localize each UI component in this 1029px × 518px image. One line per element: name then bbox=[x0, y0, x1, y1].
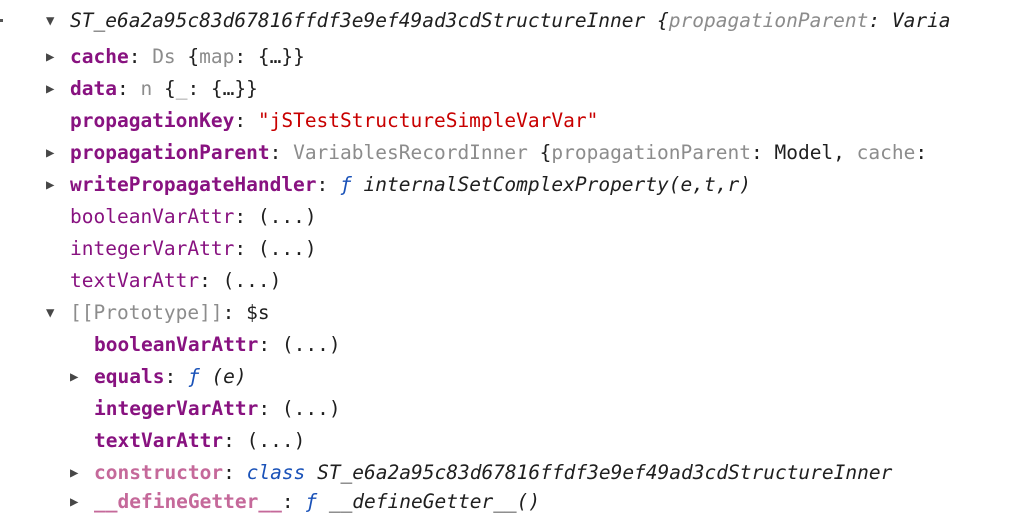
property-key: propagationParent bbox=[70, 141, 270, 164]
triangle-collapsed-icon[interactable]: ▶ bbox=[46, 145, 55, 161]
property-row-propagation-parent[interactable]: ▶propagationParent: VariablesRecordInner… bbox=[46, 137, 927, 169]
type-name: n bbox=[140, 77, 153, 100]
property-row-write-propagate-handler[interactable]: ▶writePropagateHandler: ƒ internalSetCom… bbox=[46, 169, 751, 201]
preview-open: { bbox=[539, 141, 552, 164]
property-key: booleanVarAttr bbox=[70, 205, 235, 228]
root-class-name: ST_e6a2a95c83d67816ffdf3e9ef49ad3cdStruc… bbox=[70, 9, 646, 32]
property-key: textVarAttr bbox=[70, 269, 200, 292]
class-keyword: class bbox=[246, 461, 306, 484]
triangle-collapsed-icon[interactable]: ▶ bbox=[46, 49, 55, 65]
string-value: "jSTestStructureSimpleVarVar" bbox=[257, 109, 599, 132]
property-key: __defineGetter__ bbox=[94, 490, 282, 513]
triangle-expanded-icon[interactable]: ▼ bbox=[46, 13, 55, 29]
property-row-boolean-var-attr[interactable]: booleanVarAttr: (...) bbox=[70, 205, 317, 228]
property-key: cache bbox=[70, 45, 129, 68]
root-preview-open: { bbox=[657, 9, 669, 32]
property-key: propagationKey bbox=[70, 109, 235, 132]
root-preview-key: propagationParent bbox=[668, 9, 869, 32]
property-key: integerVarAttr bbox=[70, 237, 235, 260]
triangle-collapsed-icon[interactable]: ▶ bbox=[70, 465, 79, 481]
prototype-value: $s bbox=[246, 301, 270, 324]
property-key: booleanVarAttr bbox=[94, 333, 259, 356]
prototype-row-boolean-var-attr[interactable]: booleanVarAttr: (...) bbox=[94, 333, 341, 356]
property-key: textVarAttr bbox=[94, 429, 224, 452]
preview-key: cache bbox=[856, 141, 916, 164]
property-row-cache[interactable]: ▶cache: Ds {map: {…}} bbox=[46, 41, 305, 73]
property-key: integerVarAttr bbox=[94, 397, 259, 420]
getter-value[interactable]: (...) bbox=[281, 333, 341, 356]
preview-value: Model bbox=[774, 141, 834, 164]
type-name: VariablesRecordInner bbox=[293, 141, 528, 164]
triangle-collapsed-icon[interactable]: ▶ bbox=[70, 369, 79, 385]
property-key: writePropagateHandler bbox=[70, 173, 317, 196]
triangle-collapsed-icon[interactable]: ▶ bbox=[46, 177, 55, 193]
property-key: constructor bbox=[94, 461, 224, 484]
function-icon: ƒ bbox=[305, 490, 318, 513]
tree-edge-marker bbox=[0, 19, 3, 22]
property-key: data bbox=[70, 77, 117, 100]
prototype-row-clipped[interactable]: ▶__defineGetter__: ƒ __defineGetter__() bbox=[70, 486, 540, 518]
getter-value[interactable]: (...) bbox=[257, 205, 317, 228]
getter-value[interactable]: (...) bbox=[281, 397, 341, 420]
function-icon: ƒ bbox=[340, 173, 352, 196]
triangle-collapsed-icon[interactable]: ▶ bbox=[46, 81, 55, 97]
prototype-row-text-var-attr[interactable]: textVarAttr: (...) bbox=[94, 429, 306, 452]
prototype-row[interactable]: ▼[[Prototype]]: $s bbox=[46, 297, 270, 329]
root-preview-value: Varia bbox=[891, 9, 951, 32]
property-row-data[interactable]: ▶data: n {_: {…}} bbox=[46, 73, 258, 105]
preview-key: propagationParent bbox=[551, 141, 751, 164]
prototype-row-constructor[interactable]: ▶constructor: class ST_e6a2a95c83d67816f… bbox=[70, 457, 892, 489]
prototype-row-equals[interactable]: ▶equals: ƒ (e) bbox=[70, 361, 247, 393]
preview-rest: : {…}} bbox=[187, 77, 258, 100]
getter-value[interactable]: (...) bbox=[222, 269, 282, 292]
triangle-expanded-icon[interactable]: ▼ bbox=[46, 305, 55, 321]
property-row-integer-var-attr[interactable]: integerVarAttr: (...) bbox=[70, 237, 317, 260]
root-object-row[interactable]: ▼ ST_e6a2a95c83d67816ffdf3e9ef49ad3cdStru… bbox=[46, 5, 951, 37]
property-row-text-var-attr[interactable]: textVarAttr: (...) bbox=[70, 269, 282, 292]
prototype-label: [[Prototype]] bbox=[70, 301, 223, 324]
preview-open: { bbox=[187, 45, 200, 68]
preview-key: _ bbox=[175, 77, 188, 100]
triangle-collapsed-icon[interactable]: ▶ bbox=[70, 494, 79, 510]
prototype-row-integer-var-attr[interactable]: integerVarAttr: (...) bbox=[94, 397, 341, 420]
function-signature: (e) bbox=[211, 365, 247, 388]
getter-value[interactable]: (...) bbox=[257, 237, 317, 260]
class-name: ST_e6a2a95c83d67816ffdf3e9ef49ad3cdStruc… bbox=[317, 461, 893, 484]
function-signature: __defineGetter__() bbox=[328, 490, 541, 513]
type-name: Ds bbox=[152, 45, 176, 68]
function-icon: ƒ bbox=[187, 365, 200, 388]
root-preview-sep: : bbox=[868, 9, 892, 32]
preview-rest: : {…}} bbox=[234, 45, 305, 68]
function-signature: internalSetComplexProperty(e,t,r) bbox=[363, 173, 751, 196]
property-row-propagation-key[interactable]: propagationKey: "jSTestStructureSimpleVa… bbox=[70, 109, 599, 132]
preview-open: { bbox=[163, 77, 176, 100]
property-key: equals bbox=[94, 365, 165, 388]
getter-value[interactable]: (...) bbox=[246, 429, 306, 452]
preview-key: map bbox=[199, 45, 235, 68]
